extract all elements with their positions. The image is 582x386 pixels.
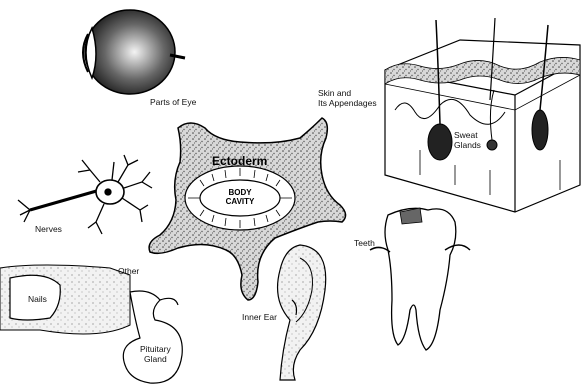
label-skin-and-appendages: Skin and Its Appendages: [318, 88, 377, 108]
label-inner-ear: Inner Ear: [242, 312, 277, 322]
skin-block-illustration: [385, 18, 580, 212]
label-parts-of-eye: Parts of Eye: [150, 97, 196, 107]
label-pituitary-gland: Pituitary Gland: [140, 344, 171, 364]
label-nerves: Nerves: [35, 224, 62, 234]
finger-nail-illustration: [0, 265, 130, 334]
nerve-cell-illustration: [18, 155, 152, 234]
label-sweat-glands: Sweat Glands: [454, 130, 481, 150]
body-cavity-label: BODY CAVITY: [220, 188, 260, 206]
eye-illustration: [83, 10, 185, 94]
inner-ear-illustration: [278, 245, 326, 380]
tooth-illustration: [370, 208, 470, 350]
label-other: Other: [118, 266, 139, 276]
label-nails: Nails: [28, 294, 47, 304]
ectoderm-title: Ectoderm: [212, 154, 267, 168]
label-teeth: Teeth: [354, 238, 375, 248]
pituitary-gland-illustration: [123, 291, 182, 383]
